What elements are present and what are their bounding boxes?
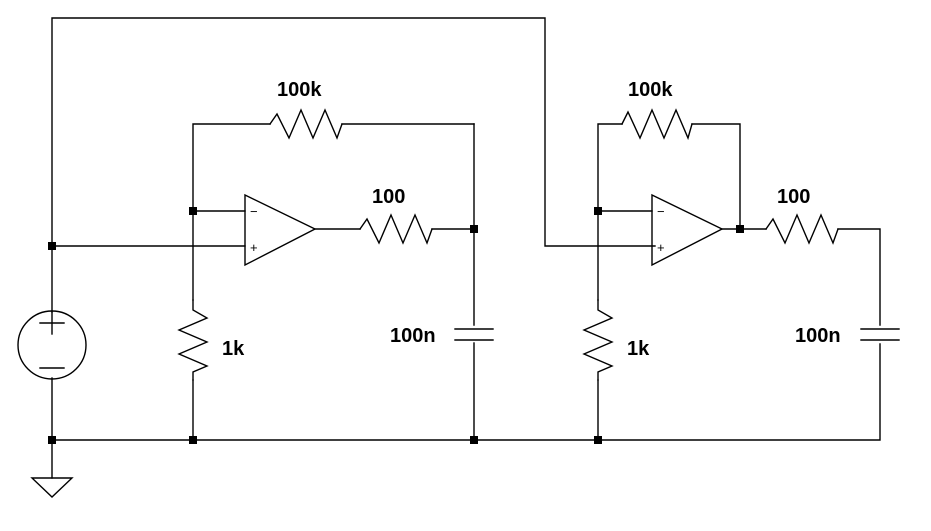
junction-dot <box>594 436 602 444</box>
stage1-opamp: − + <box>244 193 317 267</box>
stage2-capacitor <box>860 328 900 341</box>
stage2-opamp-minus-sign: − <box>657 204 665 219</box>
stage1-feedback-resistor-label: 100k <box>277 79 322 101</box>
stage2-opamp-plus-sign: + <box>657 240 665 255</box>
stage1-opamp-minus-sign: − <box>250 204 258 219</box>
stage2-r-out-right <box>837 228 881 326</box>
stage1-opamp-triangle <box>244 193 317 267</box>
stage2-ground-resistor-label: 1k <box>627 338 650 360</box>
stage1-output-resistor-label: 100 <box>372 186 405 208</box>
junction-dot <box>189 436 197 444</box>
stage1-output-resistor <box>359 213 433 245</box>
junction-dot <box>48 242 56 250</box>
ground-bus <box>51 343 881 441</box>
stage2-capacitor-label: 100n <box>795 325 841 347</box>
stage1-feedback-wire <box>192 123 271 301</box>
stage2-ground-resistor <box>582 299 614 381</box>
junction-dot <box>48 436 56 444</box>
junction-dot <box>470 225 478 233</box>
junction-dot <box>594 207 602 215</box>
top-feedthrough-wire <box>51 17 656 247</box>
stage2-opamp-triangle <box>651 193 724 267</box>
stage2-feedback-resistor-label: 100k <box>628 79 673 101</box>
stage1-capacitor <box>454 328 494 341</box>
stage1-ground-resistor <box>177 299 209 381</box>
stage1-feedback-resistor <box>269 108 343 140</box>
wires <box>51 17 881 479</box>
stage1-opamp-plus-sign: + <box>250 240 258 255</box>
junction-dot <box>189 207 197 215</box>
junction-dots <box>48 207 744 444</box>
stage1-ground-resistor-label: 1k <box>222 338 245 360</box>
voltage-source-circle <box>17 310 87 380</box>
stage1-capacitor-label: 100n <box>390 325 436 347</box>
stage2-output-resistor-label: 100 <box>777 186 810 208</box>
stage2-output-resistor <box>765 213 839 245</box>
stage2-opamp: − + <box>651 193 724 267</box>
stage2-feedback-resistor <box>621 108 693 141</box>
ground-icon <box>30 477 74 498</box>
stage2-feedback-wire-right <box>691 123 741 230</box>
junction-dot <box>736 225 744 233</box>
voltage-source <box>17 310 87 380</box>
stage2-feedback-wire <box>597 123 623 301</box>
junction-dot <box>470 436 478 444</box>
